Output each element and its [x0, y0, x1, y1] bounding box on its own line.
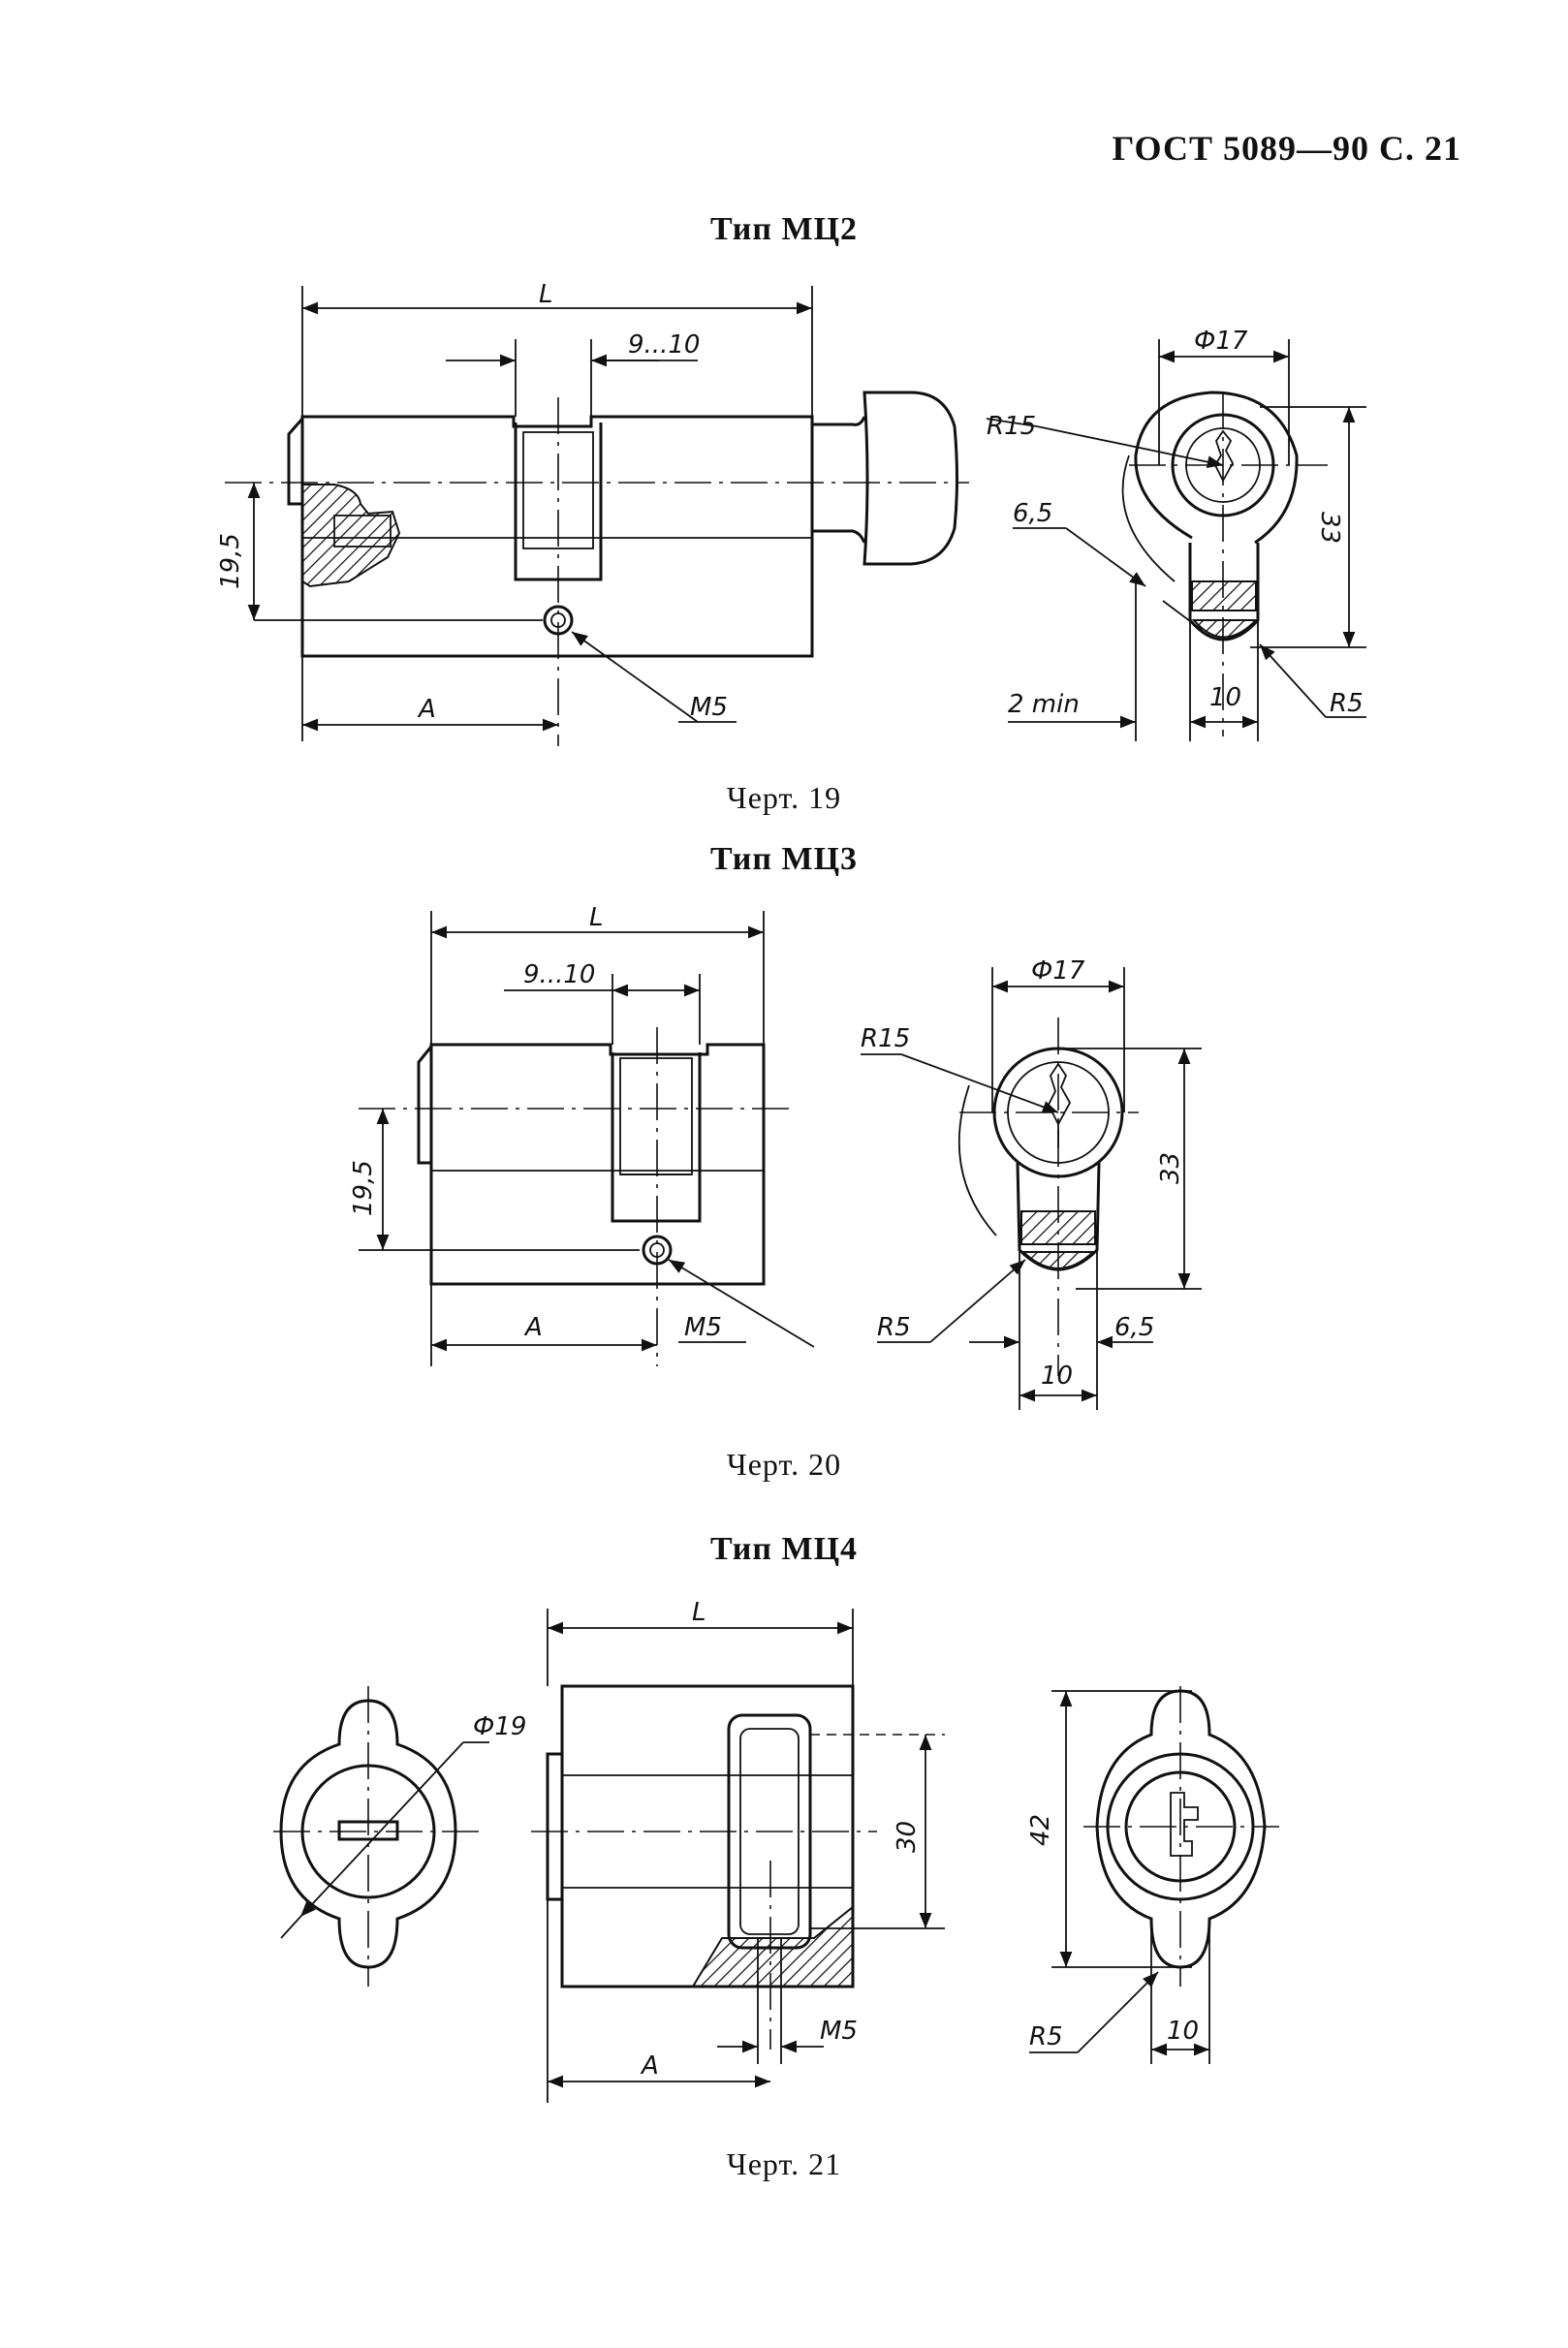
dim-L-21: L: [692, 1598, 706, 1627]
drawing-20-end-view: [861, 967, 1202, 1410]
page-header: ГОСТ 5089—90 С. 21: [1112, 129, 1461, 168]
dim-height-21: 30: [893, 1821, 922, 1853]
drawing-21-side-labels: L 30 M5 A: [640, 1598, 922, 2081]
dim-radius-small-19: R5: [1330, 689, 1364, 718]
drawing-21-right-view: [1029, 1686, 1279, 2064]
dim-min-19: 2 min: [1008, 690, 1080, 719]
dim-thread-20: M5: [684, 1313, 722, 1342]
dim-height-right-19: 33: [1315, 512, 1344, 544]
dim-height-right-20: 33: [1156, 1152, 1185, 1184]
dim-radius-small-21: R5: [1029, 2022, 1063, 2051]
drawing-21-left-labels: Ф19: [473, 1712, 526, 1741]
dim-A-20: A: [523, 1313, 543, 1342]
dim-radius-big-20: R15: [861, 1024, 910, 1053]
drawing-20-labels: L 9...10 19,5 A M5: [349, 903, 722, 1342]
drawing-19-side-view: [225, 286, 969, 746]
drawing-21-right-labels: 42 R5 10: [1026, 1814, 1199, 2051]
dim-radius-big-19: R15: [987, 412, 1036, 441]
dim-height-right-21: 42: [1026, 1814, 1055, 1846]
drawing-21-left-view: [273, 1686, 489, 1987]
drawing-20-side-view: [359, 911, 815, 1366]
dim-thread-21: M5: [820, 2017, 858, 2046]
dim-A-19: A: [417, 695, 436, 724]
dim-radius-small-20: R5: [877, 1313, 911, 1342]
dim-gap-19: 9...10: [628, 330, 700, 360]
figure-20-caption: Черт. 20: [726, 1447, 842, 1482]
dim-L-19: L: [539, 280, 553, 309]
dim-width-21: 10: [1167, 2017, 1199, 2046]
dim-thread-19: M5: [690, 693, 728, 722]
dim-diameter-20: Ф17: [1031, 956, 1085, 986]
drawing-19-labels: L 9...10 19,5 A M5: [216, 280, 728, 724]
dim-A-21: A: [640, 2051, 659, 2081]
dim-offset-19: 6,5: [1013, 499, 1052, 528]
drawing-21-side-view: [531, 1609, 945, 2103]
drawing-19-end-labels: Ф17 R15 6,5 33 2 min 10 R5: [987, 327, 1364, 719]
dim-width-19: 10: [1209, 683, 1241, 712]
dim-diameter-19: Ф17: [1194, 327, 1248, 356]
figure-20-title: Тип МЦ3: [709, 841, 859, 877]
figure-21-title: Тип МЦ4: [709, 1531, 859, 1567]
figure-19-caption: Черт. 19: [726, 780, 842, 815]
dim-height-19: 19,5: [216, 533, 245, 589]
dim-diameter-21: Ф19: [473, 1712, 526, 1741]
dim-L-20: L: [589, 903, 604, 932]
dim-width-20: 10: [1041, 1362, 1073, 1391]
dim-offset-20: 6,5: [1114, 1313, 1154, 1342]
drawing-19-end-view: [986, 339, 1366, 741]
figure-19-title: Тип МЦ2: [709, 211, 859, 247]
drawing-20-end-labels: Ф17 R15 33 R5 6,5 10: [861, 956, 1185, 1391]
dim-height-20: 19,5: [349, 1160, 378, 1216]
dim-gap-20: 9...10: [523, 960, 595, 989]
figure-21-caption: Черт. 21: [726, 2146, 842, 2181]
